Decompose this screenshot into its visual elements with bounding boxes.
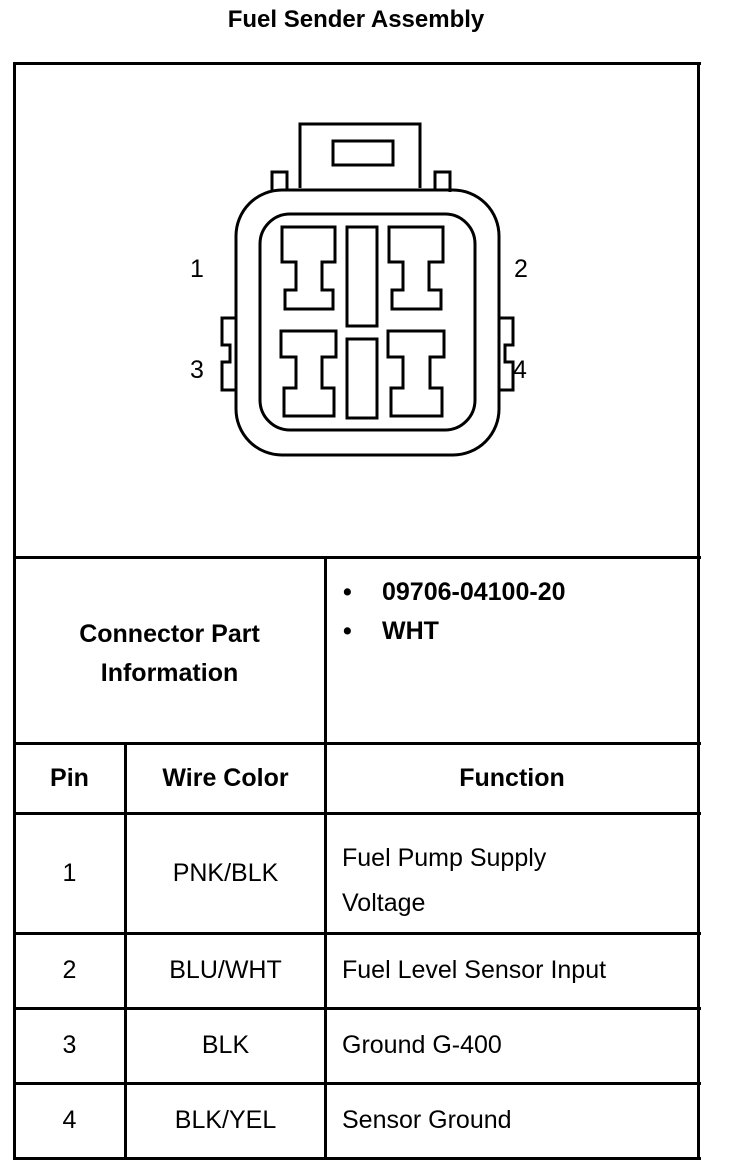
row-1-pin: 1 [62,859,77,887]
pin-label-1: 1 [190,255,204,283]
row-4-function: Sensor Ground [342,1106,512,1134]
row-2-wire-color: BLU/WHT [169,956,282,984]
terminal-4 [386,329,446,418]
header-function: Function [459,764,565,792]
pin-label-4: 4 [513,356,527,384]
connector-housing-outer [234,188,501,457]
row-2-pin: 2 [62,956,77,984]
divider-header-bottom [13,812,701,815]
header-wire-color: Wire Color [162,764,289,792]
divider-row3-bottom [13,1082,701,1085]
terminal-2 [387,225,445,311]
bullet-marker: • [343,617,352,645]
header-pin: Pin [50,764,89,792]
border-top [13,62,701,65]
divider-row1-bottom [13,932,701,935]
row-1-wire-color: PNK/BLK [172,859,279,887]
connector-side-tab-right [499,316,515,392]
row-1-function-line1: Fuel Pump Supply [342,844,547,872]
row-4-wire-color: BLK/YEL [174,1106,277,1134]
row-4-pin: 4 [62,1106,77,1134]
border-right [697,62,700,1160]
bullet-item: • [343,617,352,646]
part-info-label-line2: Information [100,659,239,687]
row-1-function-line2: Voltage [342,889,426,917]
divider-partinfo-bottom [13,742,701,745]
pin-label-2: 2 [514,255,528,283]
row-3-pin: 3 [62,1031,77,1059]
row-3-function: Ground G-400 [342,1031,502,1059]
terminal-1 [280,225,337,311]
connector-diagram: 1 2 3 4 [190,122,528,457]
connector-latch [298,122,422,188]
row-2-function: Fuel Level Sensor Input [342,956,607,984]
pin-label-3: 3 [190,356,204,384]
row-1-function: Fuel Pump Supply Voltage [342,836,546,926]
connector-ear-right [433,170,452,192]
bullet-item: • [343,578,352,607]
bullet-marker: • [343,578,352,606]
terminal-3 [279,329,338,418]
page-title: Fuel Sender Assembly [227,6,485,33]
connector-ear-left [270,170,289,192]
part-number: 09706-04100-20 [382,578,566,606]
part-info-label: Connector Part Information [15,615,324,693]
connector-side-tab-left [220,316,236,392]
row-3-wire-color: BLK [201,1031,250,1059]
divider-col-pin [124,742,127,1160]
connector-housing-inner [258,212,477,432]
center-key-bottom [345,337,379,420]
border-left [13,62,16,1160]
divider-col-function [324,556,327,1160]
connector-color: WHT [382,617,439,645]
divider-diagram-bottom [13,556,701,559]
divider-row2-bottom [13,1007,701,1010]
border-bottom [13,1157,701,1160]
center-key-top [345,225,379,328]
part-info-label-line1: Connector Part [79,620,260,648]
latch-slot [331,139,395,167]
